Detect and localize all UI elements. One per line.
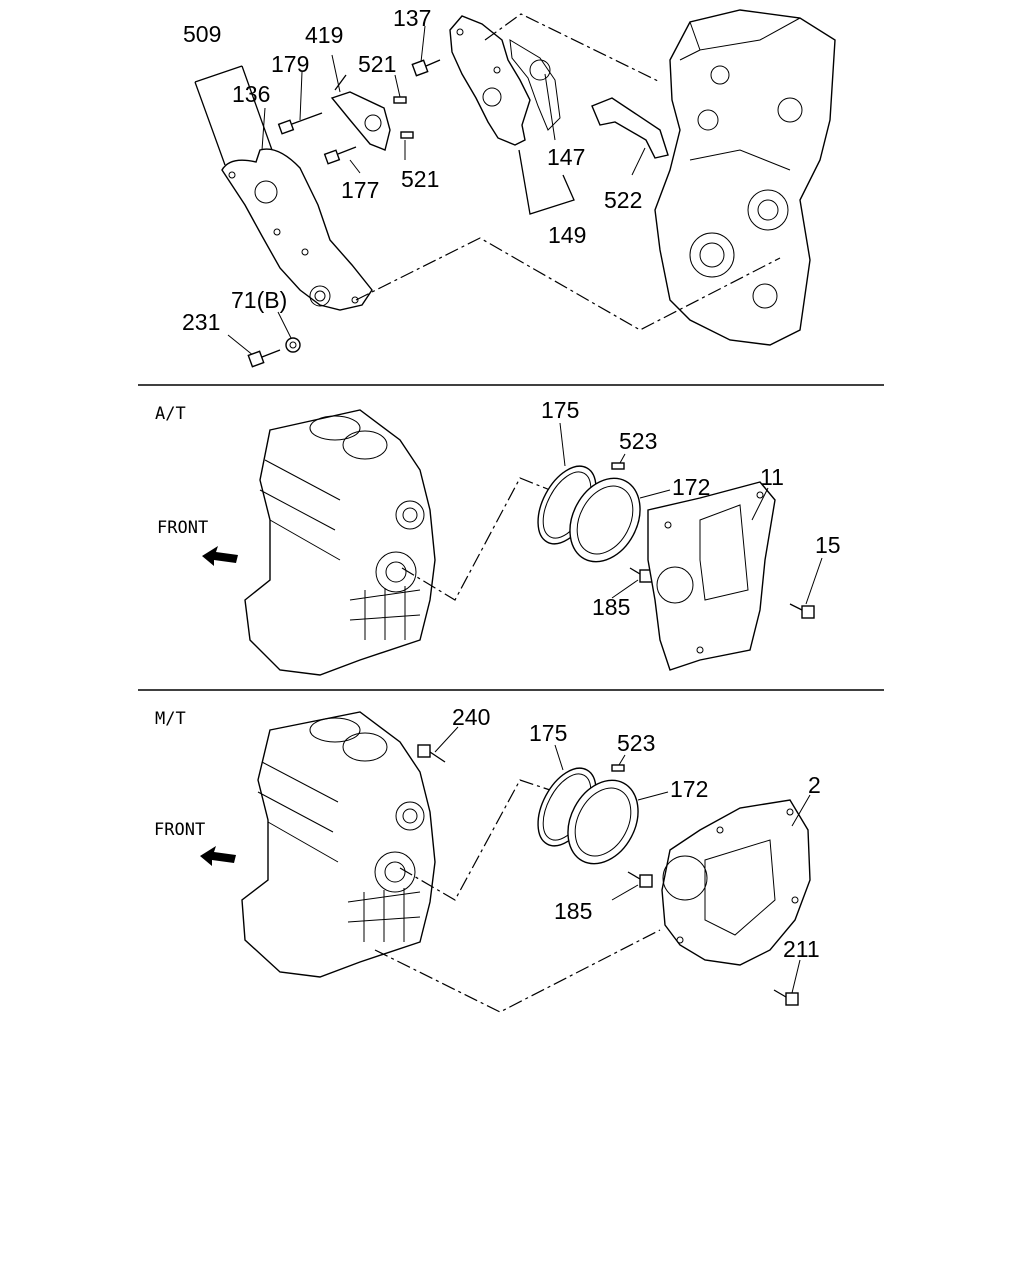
callout-521-bottom: 521: [401, 166, 439, 192]
callout-71b: 71(B): [231, 287, 287, 313]
bolt-185-mt: [627, 871, 653, 888]
pin-523-at: [611, 462, 625, 470]
bolt-15: [789, 603, 815, 619]
callout-521-top: 521: [358, 51, 396, 77]
callout-175-at: 175: [541, 397, 579, 423]
callout-177: 177: [341, 177, 379, 203]
callout-523-mt: 523: [617, 730, 655, 756]
callout-2: 2: [808, 772, 821, 798]
gasket-147: [509, 39, 561, 131]
callout-185-at: 185: [592, 594, 630, 620]
bolt-185-at: [629, 567, 653, 583]
bolt-211: [773, 989, 799, 1006]
callout-211: 211: [783, 936, 820, 962]
callout-15: 15: [815, 532, 841, 558]
callout-11: 11: [760, 464, 784, 490]
front-label-mt: FRONT: [154, 820, 205, 840]
callout-185-mt: 185: [554, 898, 592, 924]
rear-plate-11: [647, 481, 776, 671]
section-label-at: A/T: [155, 404, 186, 424]
engine-block-mt: [241, 711, 436, 978]
callout-149: 149: [548, 222, 586, 248]
bolt-179: [277, 112, 323, 135]
top-assembly: 509 136 179 419 521 137 147 149 177 521 …: [182, 5, 836, 368]
bolt-231: [247, 349, 281, 368]
callout-172-at: 172: [672, 474, 710, 500]
bracket-419: [330, 91, 391, 151]
at-assembly: A/T FRONT: [155, 397, 841, 676]
mt-assembly: M/T FRONT: [154, 704, 821, 1013]
flywheel-housing-2: [661, 799, 811, 966]
retainer-172-at: [569, 477, 641, 563]
callout-175-mt: 175: [529, 720, 567, 746]
callout-419: 419: [305, 22, 343, 48]
engine-block-at: [244, 409, 436, 676]
callout-240: 240: [452, 704, 490, 730]
section-label-mt: M/T: [155, 709, 186, 729]
callout-522: 522: [604, 187, 642, 213]
pin-523-mt: [611, 764, 625, 772]
pin-521b: [400, 131, 414, 139]
bolt-137: [411, 59, 441, 77]
callout-179: 179: [271, 51, 309, 77]
callout-523-at: 523: [619, 428, 657, 454]
callout-137: 137: [393, 5, 431, 31]
retainer-172-mt: [567, 779, 639, 865]
timing-cover-136: [221, 148, 373, 311]
front-arrow-icon-mt: [200, 846, 236, 866]
bolt-177: [323, 146, 357, 165]
bolt-240: [417, 744, 446, 763]
bracket-522: [591, 97, 669, 159]
front-arrow-icon: [202, 546, 238, 566]
engine-block-top: [654, 9, 836, 346]
washer-71b: [285, 337, 301, 353]
callout-136: 136: [232, 81, 270, 107]
front-label-at: FRONT: [157, 518, 208, 538]
rear-cover-149: [449, 15, 531, 146]
callout-509: 509: [183, 21, 221, 47]
callout-147: 147: [547, 144, 585, 170]
pin-521a: [393, 96, 407, 104]
callout-231: 231: [182, 309, 220, 335]
callout-172-mt: 172: [670, 776, 708, 802]
